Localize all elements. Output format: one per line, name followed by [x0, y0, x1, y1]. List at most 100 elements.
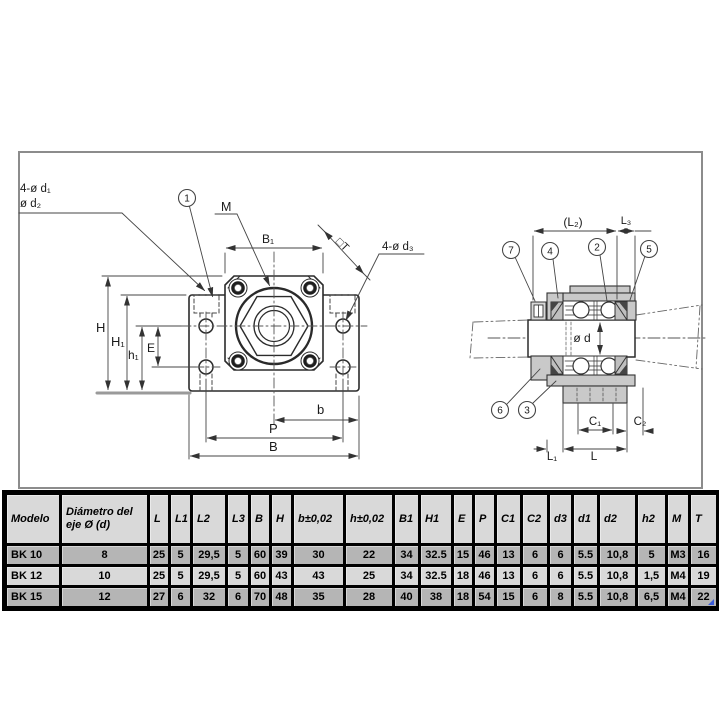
- lock-collar: [530, 301, 547, 321]
- balloon-1-number: 1: [184, 194, 190, 205]
- balloon-3: 3: [524, 406, 530, 417]
- table-corner-artifact: [708, 599, 714, 605]
- technical-drawing: 4-ø d₁ ø d₂ 1 M B₁ 4-ø d₃ □T H H₁ h₁ E b…: [18, 151, 706, 489]
- value-cell: 6: [225, 585, 251, 609]
- value-cell: 10,8: [597, 543, 638, 567]
- value-cell: 48: [269, 585, 294, 609]
- col-header-19: h2: [635, 492, 668, 546]
- value-cell: 43: [291, 564, 346, 588]
- value-cell: 32.5: [418, 564, 454, 588]
- col-header-15: C2: [520, 492, 550, 546]
- value-cell: 32.5: [418, 543, 454, 567]
- value-cell: 19: [688, 564, 719, 588]
- value-cell: 27: [147, 585, 171, 609]
- value-cell: 10,8: [597, 564, 638, 588]
- bolts: [228, 278, 320, 371]
- front-dimensions: [18, 206, 425, 460]
- value-cell: 16: [688, 543, 719, 567]
- value-cell: M4: [665, 585, 691, 609]
- bearing-top: [562, 300, 628, 321]
- value-cell: M3: [665, 543, 691, 567]
- phantom-screw: [469, 304, 703, 370]
- col-header-0: Modelo: [4, 492, 62, 546]
- value-cell: 46: [472, 564, 497, 588]
- value-cell: 5: [168, 543, 193, 567]
- dim-label-b-small: b: [317, 402, 324, 417]
- bolt-spec-label-1: 4-ø d₁: [20, 183, 51, 195]
- value-cell: 6: [520, 543, 550, 567]
- dim-label-l2: (L₂): [563, 215, 582, 229]
- col-header-9: h±0,02: [343, 492, 395, 546]
- bolt-spec-label-2: ø d₂: [20, 198, 41, 210]
- value-cell: 6,5: [635, 585, 668, 609]
- dim-label-b-cap: B: [269, 439, 278, 454]
- value-cell: 5: [225, 543, 251, 567]
- value-cell: 5.5: [571, 564, 600, 588]
- col-header-13: P: [472, 492, 497, 546]
- value-cell: 12: [59, 585, 150, 609]
- value-cell: 25: [147, 543, 171, 567]
- value-cell: 30: [291, 543, 346, 567]
- value-cell: 25: [147, 564, 171, 588]
- value-cell: 35: [291, 585, 346, 609]
- model-cell: BK 12: [4, 564, 62, 588]
- value-cell: 6: [547, 543, 574, 567]
- col-header-4: L2: [190, 492, 228, 546]
- seals: [550, 301, 628, 375]
- value-cell: 39: [269, 543, 294, 567]
- value-cell: M4: [665, 564, 691, 588]
- side-view: (L₂) L₃ 7 4 2 5 6 3 ø d C₁ C₂ L₁ L: [469, 215, 706, 463]
- value-cell: 6: [520, 585, 550, 609]
- value-cell: 54: [472, 585, 497, 609]
- value-cell: 32: [190, 585, 228, 609]
- value-cell: 29,5: [190, 564, 228, 588]
- dim-label-l1: L₁: [547, 451, 557, 463]
- dim-label-h: H: [96, 320, 105, 335]
- value-cell: 60: [248, 564, 272, 588]
- value-cell: 29,5: [190, 543, 228, 567]
- front-view: 4-ø d₁ ø d₂ 1 M B₁ 4-ø d₃ □T H H₁ h₁ E b…: [18, 183, 425, 460]
- dim-label-e: E: [147, 341, 155, 355]
- value-cell: 1,5: [635, 564, 668, 588]
- dim-label-p: P: [269, 421, 278, 436]
- dim-label-c2: C₂: [634, 416, 647, 428]
- hole-spec-label: 4-ø d₃: [382, 241, 414, 253]
- balloon-1-circle: [177, 188, 197, 208]
- value-cell: 8: [547, 585, 574, 609]
- col-header-10: B1: [392, 492, 421, 546]
- value-cell: 22: [343, 543, 395, 567]
- value-cell: 10: [59, 564, 150, 588]
- value-cell: 18: [451, 585, 475, 609]
- value-cell: 34: [392, 564, 421, 588]
- shaft-dia-label: ø d: [573, 331, 590, 345]
- value-cell: 28: [343, 585, 395, 609]
- model-cell: BK 15: [4, 585, 62, 609]
- value-cell: 13: [494, 564, 523, 588]
- dim-label-l: L: [591, 449, 598, 463]
- col-header-17: d1: [571, 492, 600, 546]
- value-cell: 6: [168, 585, 193, 609]
- value-cell: 38: [418, 585, 454, 609]
- value-cell: 5.5: [571, 585, 600, 609]
- dim-label-c1: C₁: [589, 416, 601, 428]
- value-cell: 6: [547, 564, 574, 588]
- col-header-16: d3: [547, 492, 574, 546]
- col-header-2: L: [147, 492, 171, 546]
- balloon-7: 7: [508, 246, 514, 257]
- centerlines: [180, 251, 368, 428]
- balloon-6: 6: [497, 406, 503, 417]
- shaft: [527, 319, 636, 358]
- col-header-5: L3: [225, 492, 251, 546]
- dim-label-h1cap: H₁: [111, 334, 125, 349]
- value-cell: 5: [168, 564, 193, 588]
- value-cell: 15: [451, 543, 475, 567]
- shaft-hidden-lines: [565, 321, 572, 356]
- value-cell: 5: [635, 543, 668, 567]
- col-header-12: E: [451, 492, 475, 546]
